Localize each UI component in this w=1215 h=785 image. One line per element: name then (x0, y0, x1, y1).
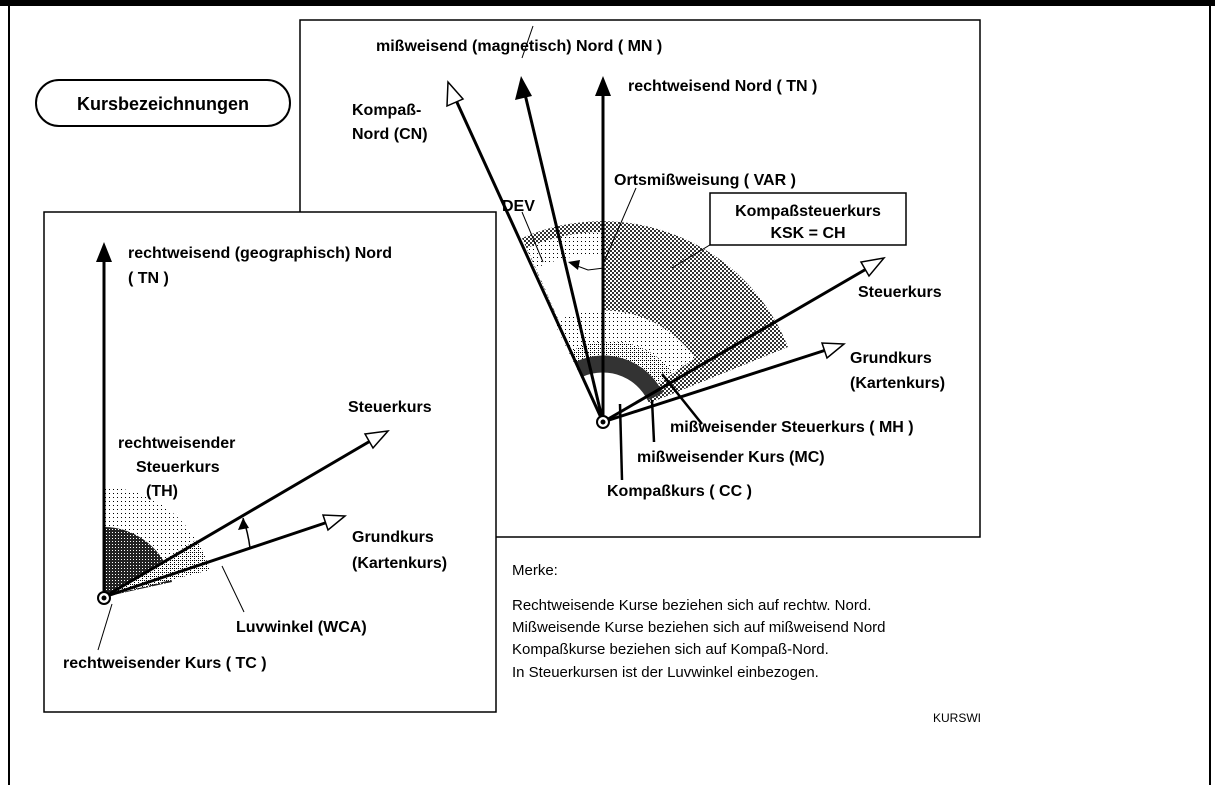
grundkurs-label-line2: (Kartenkurs) (850, 375, 945, 392)
left-tn-label-line1: rechtweisend (geographisch) Nord (128, 245, 392, 262)
var-label: Ortsmißweisung ( VAR ) (614, 172, 796, 189)
wca-pointer (221, 565, 245, 613)
mc-pointer (650, 399, 656, 443)
ksk-box (709, 192, 907, 246)
cc-pointer (618, 403, 624, 481)
cn-arrowhead (446, 80, 465, 108)
frame-top-border (0, 0, 1215, 6)
tn-arrowhead (595, 76, 611, 96)
cn-label-line1: Kompaß- (352, 102, 421, 119)
title-badge: Kursbezeichnungen (35, 79, 291, 127)
tc-label: rechtweisender Kurs ( TC ) (63, 655, 267, 672)
dev-pointer (521, 211, 544, 263)
left-steuerkurs-arrowhead (363, 429, 390, 450)
steuerkurs-label: Steuerkurs (858, 284, 942, 301)
ksk-label-line1: Kompaßsteuerkurs (735, 203, 881, 220)
mh-label: mißweisender Steuerkurs ( MH ) (670, 419, 914, 436)
mh-pointer (661, 373, 703, 425)
title-frame (35, 79, 291, 127)
left-steuerkurs-line (103, 438, 373, 599)
mc-label: mißweisender Kurs (MC) (637, 449, 825, 466)
notes-heading: Merke: (512, 562, 558, 579)
cn-line (453, 97, 605, 423)
cn-label-line2: Nord (CN) (352, 126, 428, 143)
grundkurs-label-line1: Grundkurs (850, 350, 932, 367)
left-grundkurs-label-line2: (Kartenkurs) (352, 555, 447, 572)
notes-line-3: Kompaßkurse beziehen sich auf Kompaß-Nor… (512, 641, 829, 658)
left-panel-frame (43, 211, 497, 713)
cc-label: Kompaßkurs ( CC ) (607, 483, 752, 500)
left-origin-dot (101, 595, 107, 601)
dev-label: DEV (502, 198, 535, 215)
left-tn-label-line2: ( TN ) (128, 270, 169, 287)
tn-label: rechtweisend Nord ( TN ) (628, 78, 817, 95)
mn-pointer (521, 25, 534, 59)
mn-line (522, 89, 605, 423)
left-grundkurs-line (103, 520, 329, 599)
left-panel: rechtweisend (geographisch) Nord ( TN ) … (43, 211, 497, 713)
left-grundkurs-label-line1: Grundkurs (352, 529, 434, 546)
steuerkurs-arrowhead (859, 256, 886, 278)
th-label-line2: Steuerkurs (136, 459, 220, 476)
frame-right-border (1209, 6, 1211, 785)
th-label-line3: (TH) (146, 483, 178, 500)
left-tn-arrowhead (96, 242, 112, 262)
right-panel: mißweisend (magnetisch) Nord ( MN ) rech… (299, 19, 981, 538)
wca-label: Luvwinkel (WCA) (236, 619, 367, 636)
left-steuerkurs-label: Steuerkurs (348, 399, 432, 416)
steuerkurs-line (602, 266, 869, 424)
var-pointer (603, 187, 637, 263)
wca-angle-arrow (238, 518, 249, 530)
right-origin-dot (600, 419, 606, 425)
mn-arrowhead (515, 76, 532, 100)
page-title: Kursbezeichnungen (77, 94, 249, 114)
notes-line-2: Mißweisende Kurse beziehen sich auf mißw… (512, 619, 886, 636)
th-label-line1: rechtweisender (118, 435, 235, 452)
mn-label: mißweisend (magnetisch) Nord ( MN ) (376, 38, 662, 55)
left-grundkurs-arrowhead (321, 514, 347, 532)
ksk-label-line2: KSK = CH (770, 225, 845, 242)
footer-code: KURSWI (933, 711, 981, 725)
notes-block: Merke: Rechtweisende Kurse beziehen sich… (512, 562, 981, 725)
grundkurs-arrowhead (820, 342, 846, 360)
tc-pointer (97, 603, 113, 651)
grundkurs-line (602, 348, 827, 424)
var-angle-arrow (568, 260, 580, 270)
frame-left-border (8, 6, 10, 785)
notes-line-4: In Steuerkursen ist der Luvwinkel einbez… (512, 664, 819, 681)
notes-line-1: Rechtweisende Kurse beziehen sich auf re… (512, 597, 871, 614)
